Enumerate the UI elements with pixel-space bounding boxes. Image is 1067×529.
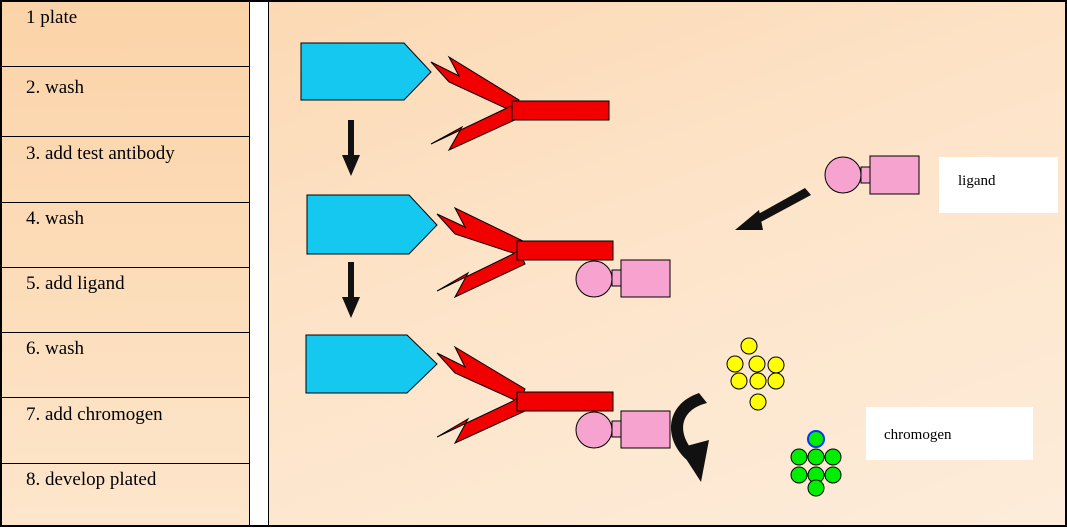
free-ligand-icon	[824, 155, 920, 195]
ligand-label-box: ligand	[939, 157, 1058, 213]
step-label: 8. develop plated	[26, 469, 157, 490]
chromogen-label: chromogen	[884, 427, 952, 443]
step-label: 1 plate	[26, 7, 78, 28]
ligand-icon	[575, 410, 671, 449]
ligand-icon	[575, 259, 671, 298]
yellow-chromogen-cluster-icon	[726, 337, 785, 411]
plate-shape	[300, 42, 432, 101]
step-row: 7. add chromogen	[2, 399, 249, 464]
chromogen-label-box: chromogen	[866, 407, 1033, 460]
step-row: 8. develop plated	[2, 464, 249, 529]
ligand-label: ligand	[958, 173, 996, 189]
step-row: 6. wash	[2, 333, 249, 398]
antibody-stem	[511, 100, 610, 121]
step-row: 1 plate	[2, 2, 249, 67]
step-label: 2. wash	[26, 77, 85, 98]
step-label: 7. add chromogen	[26, 404, 163, 425]
plate-shape	[306, 194, 438, 255]
antibody-upper-arm	[436, 345, 526, 403]
antibody-lower-arm	[436, 249, 526, 299]
antibody-lower-arm	[436, 396, 526, 445]
antibody-upper-arm	[436, 206, 526, 256]
diagonal-arrow-icon	[735, 188, 811, 230]
step-row: 3. add test antibody	[2, 138, 249, 203]
curved-arrow-icon	[671, 393, 709, 482]
step-row: 5. add ligand	[2, 268, 249, 333]
down-arrow-icon	[342, 120, 360, 176]
plate-shape	[305, 334, 438, 394]
down-arrow-icon	[342, 262, 360, 318]
antibody-upper-arm	[430, 55, 520, 113]
plate-antibody-complex-1	[300, 42, 610, 152]
elisa-diagram	[300, 42, 920, 497]
antibody-lower-arm	[430, 103, 520, 152]
step-row: 4. wash	[2, 203, 249, 268]
step-label: 3. add test antibody	[26, 143, 175, 164]
step-row: 2. wash	[2, 72, 249, 137]
plate-antibody-complex-3	[305, 334, 671, 449]
plate-antibody-complex-2	[306, 194, 671, 299]
antibody-stem	[516, 391, 614, 412]
step-label: 5. add ligand	[26, 273, 125, 294]
spacer-column	[249, 0, 269, 527]
step-label: 6. wash	[26, 338, 85, 359]
green-chromogen-cluster-icon	[790, 430, 842, 497]
step-label: 4. wash	[26, 208, 85, 229]
steps-column: 1 plate 2. wash 3. add test antibody 4. …	[0, 0, 249, 527]
antibody-stem	[516, 240, 614, 261]
